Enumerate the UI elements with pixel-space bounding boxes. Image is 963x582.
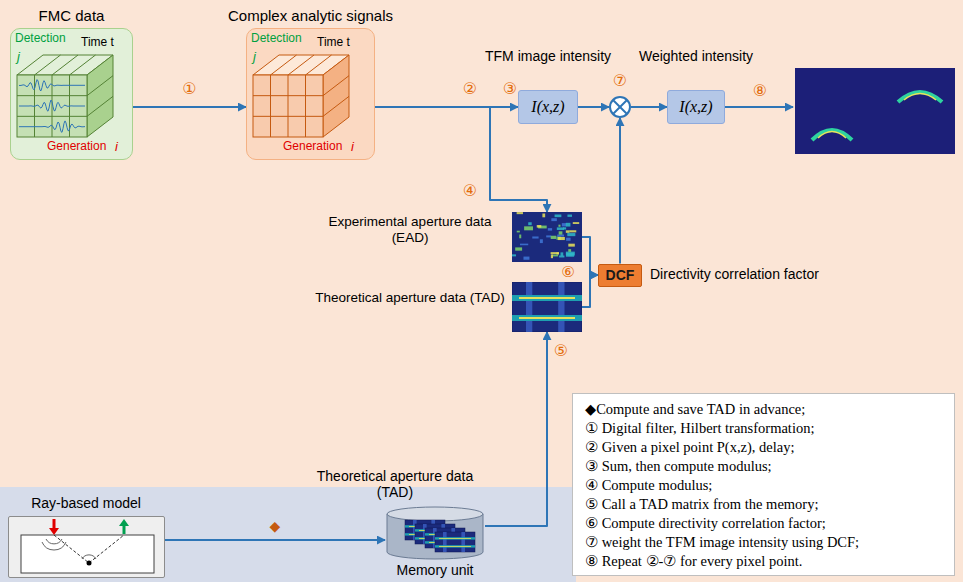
node-label: Theoretical aperture data (TAD): [315, 290, 505, 306]
flow-arrow: [582, 275, 598, 307]
note-line: ① Digital filter, Hilbert transformation…: [585, 419, 942, 438]
note-line: ⑤ Call a TAD matrix from the memory;: [585, 495, 942, 514]
model-region: [0, 487, 576, 582]
output-image: [795, 68, 955, 154]
flow-arrow: [133, 106, 246, 108]
note-line: ◆Compute and save TAD in advance;: [585, 400, 942, 419]
edge-label: ①: [181, 80, 197, 98]
axis-label: Generation: [46, 140, 107, 154]
node-label: Weighted intensity: [639, 48, 753, 64]
axis-label: Detection: [14, 32, 67, 46]
flow-arrow: [578, 106, 609, 108]
callout-number: ③: [503, 80, 517, 98]
axis-label: Generation: [282, 140, 343, 154]
node-text: Memory unit: [396, 562, 473, 578]
note-line: ③ Sum, then compute modulus;: [585, 457, 942, 476]
memory-cylinder: Theoretical aperture data (TAD)Memory un…: [385, 506, 485, 560]
memory-cylinder-art: [385, 506, 485, 560]
callout-number: ⑧: [753, 82, 767, 100]
aperture-image: Experimental aperture data (EAD): [512, 212, 582, 262]
node-label: Complex analytic signals: [228, 7, 393, 24]
note-box: ◆Compute and save TAD in advance;① Digit…: [572, 393, 955, 576]
node-text: I(x,z): [679, 98, 712, 116]
dcf-box: DCFDirectivity correlation factor: [598, 264, 642, 287]
axis-label: Detection: [250, 32, 303, 46]
node-label: TFM image intensity: [485, 48, 611, 64]
intensity-box: TFM image intensityI(x,z): [518, 90, 578, 124]
aperture-image-art: [512, 282, 582, 332]
axis-label: j: [252, 50, 257, 65]
node-label: DCF: [606, 267, 635, 283]
flow-arrow: [631, 106, 667, 108]
edge-label: ◆: [269, 518, 282, 534]
callout-number: ②: [463, 80, 477, 98]
node-label: FMC data: [39, 7, 105, 24]
note-line: ⑦ weight the TFM image intensity using D…: [585, 533, 942, 552]
node-label: Experimental aperture data (EAD): [315, 214, 505, 245]
node-label: ⑦: [613, 72, 627, 90]
callout-number: ④: [463, 182, 477, 200]
callout-number: ⑥: [561, 264, 574, 281]
flow-arrow: [582, 237, 598, 275]
node-label: Theoretical aperture data (TAD): [300, 468, 490, 500]
multiply-circle: ⑦: [609, 96, 631, 118]
node-label: Ray-based model: [31, 495, 141, 511]
callout-number: ⑤: [554, 342, 568, 360]
flow-arrow: [619, 118, 621, 264]
flow-arrow: [485, 332, 547, 526]
axis-label: j: [16, 50, 21, 65]
flow-arrow: [165, 539, 385, 541]
note-line: ④ Compute modulus;: [585, 476, 942, 495]
node-text: I(x,z): [531, 98, 564, 116]
note-line: ⑧ Repeat ②-⑦ for every pixel point.: [585, 552, 942, 571]
note-line: ⑥ Compute directivity correlation factor…: [585, 514, 942, 533]
node-text: Directivity correlation factor: [650, 266, 819, 282]
multiply-circle-art: [609, 96, 631, 118]
note-line: ② Given a pixel point P(x,z), delay;: [585, 438, 942, 457]
aperture-image-art: [512, 212, 582, 262]
axis-label: i: [350, 140, 355, 155]
ray-model-box-art: [9, 517, 164, 577]
axis-label: Time t: [316, 36, 351, 50]
aperture-image: Theoretical aperture data (TAD): [512, 282, 582, 332]
axis-label: Time t: [80, 36, 115, 50]
output-arrow: [725, 106, 793, 108]
axis-label: i: [114, 140, 119, 155]
intensity-box: Weighted intensityI(x,z): [667, 90, 725, 124]
ray-model-box: Ray-based model: [8, 516, 165, 578]
